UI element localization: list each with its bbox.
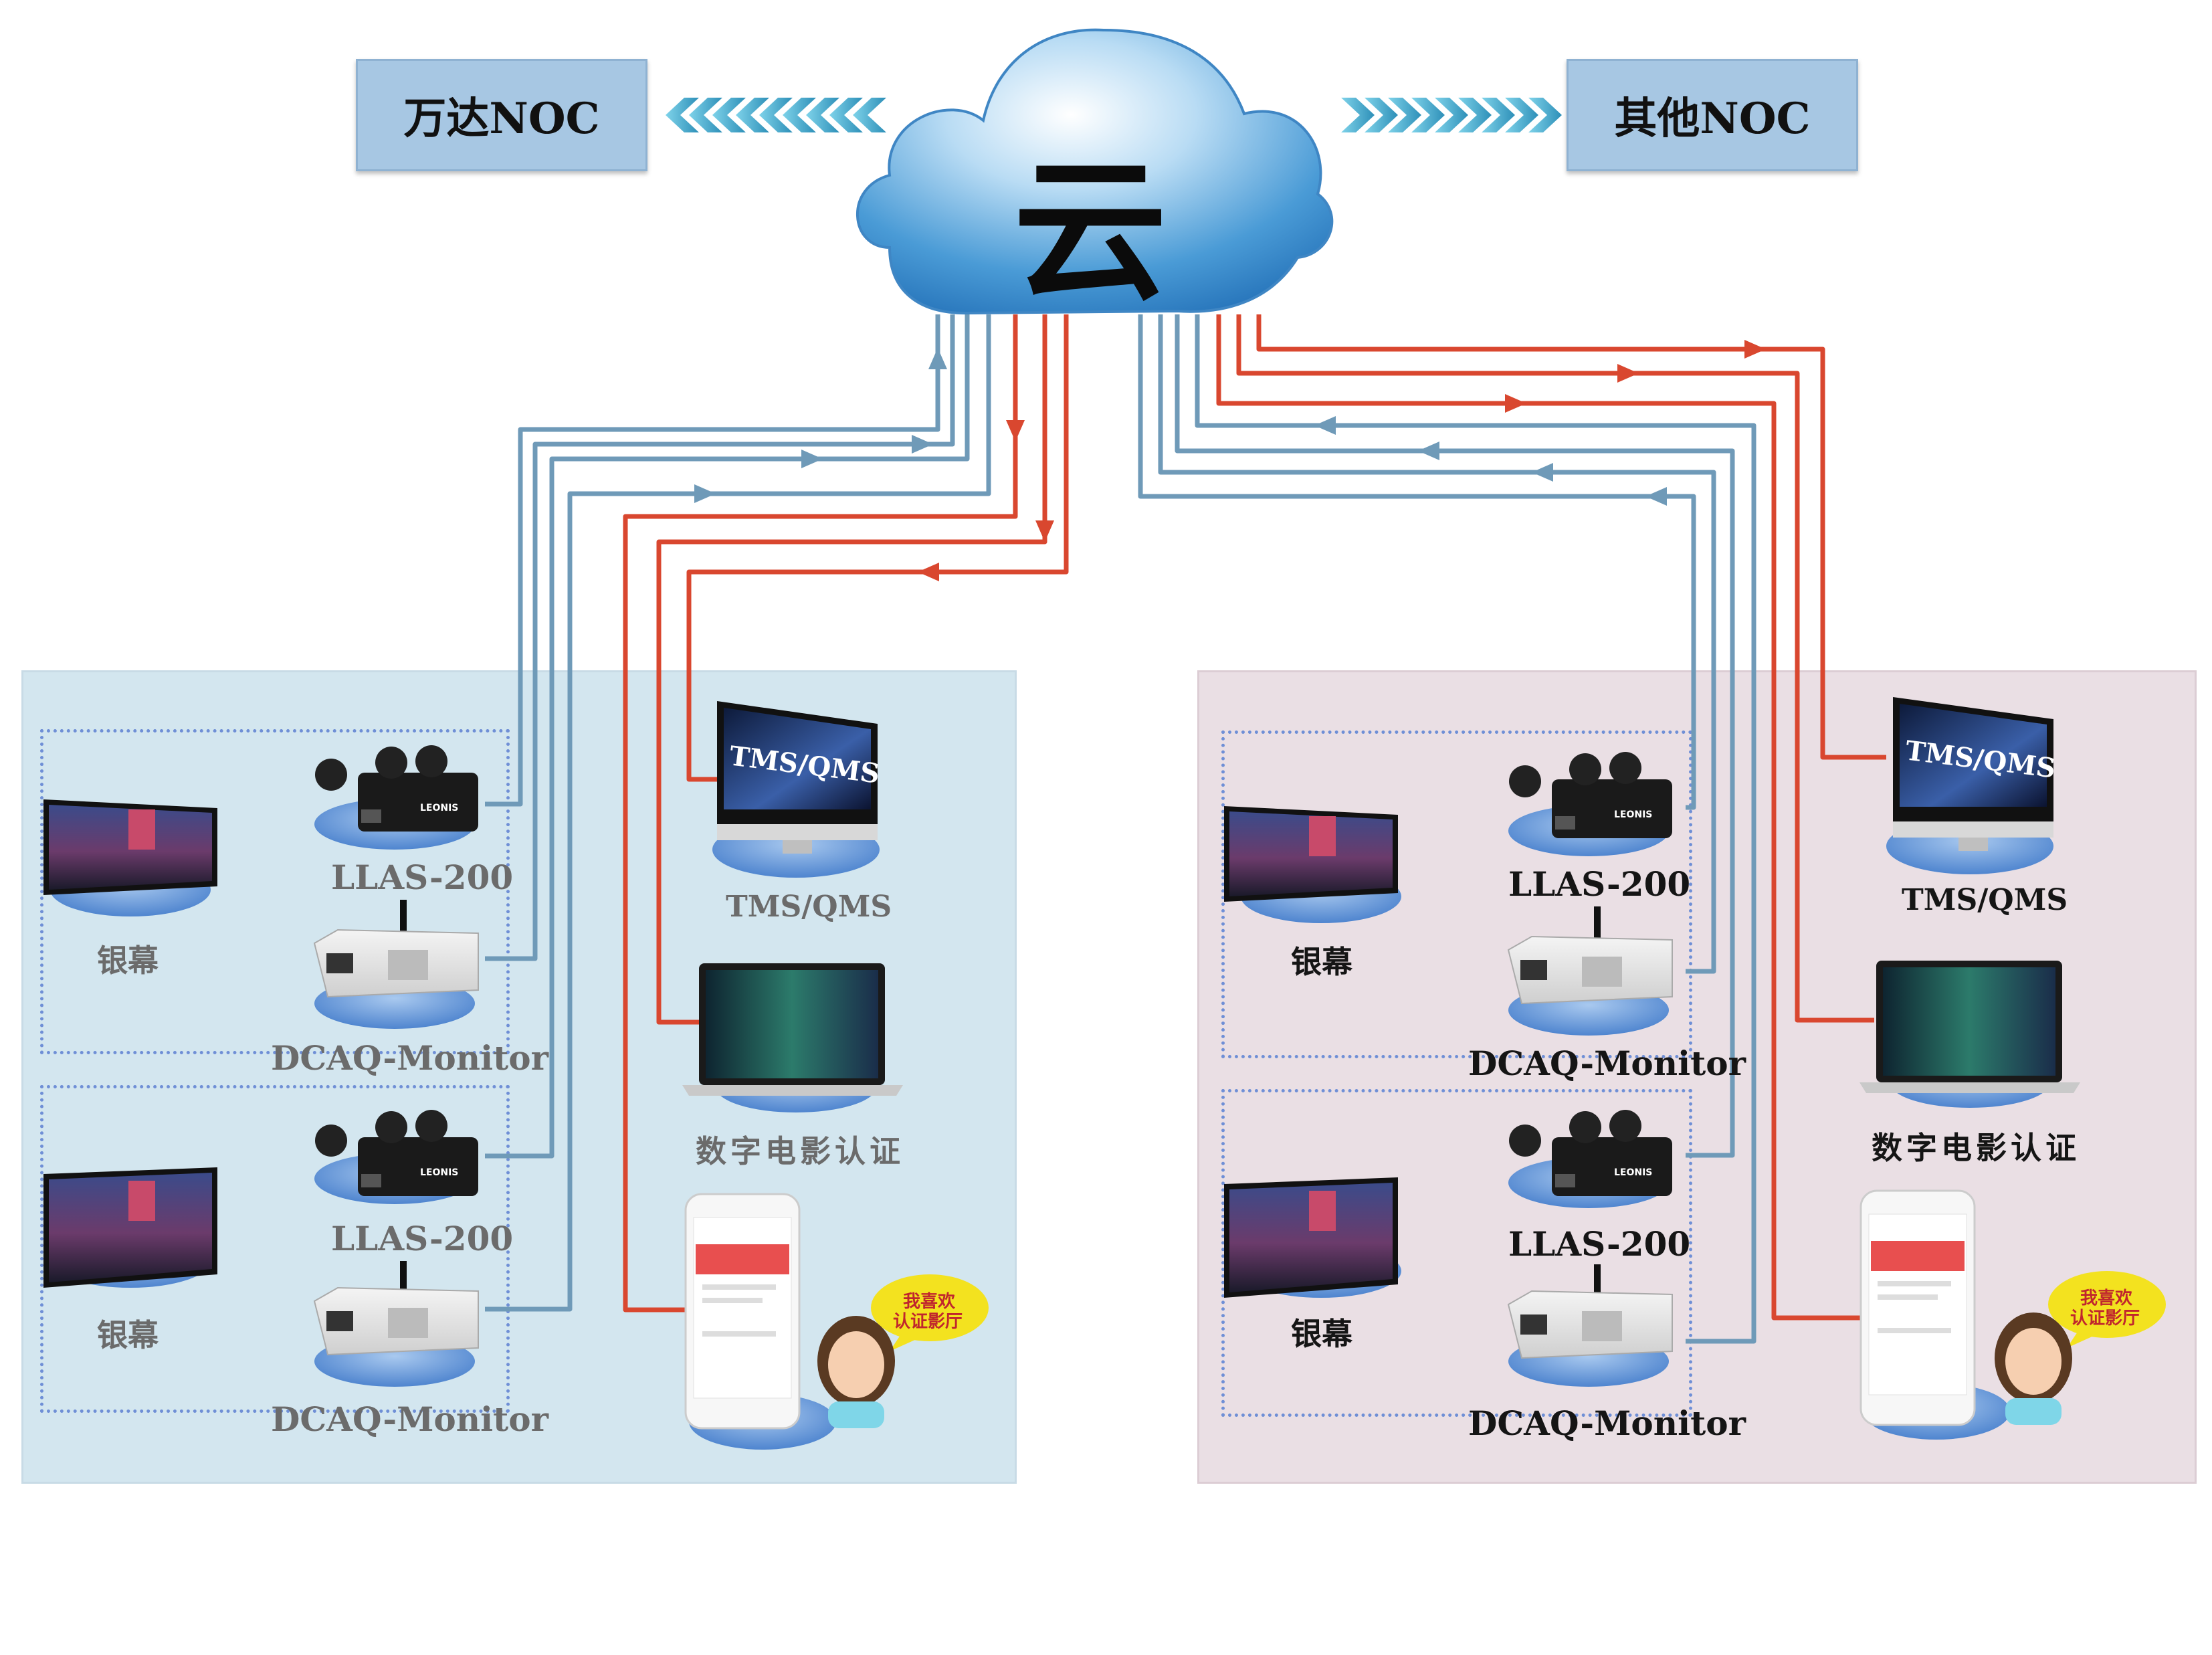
- left-connection-lines: [485, 314, 1069, 1312]
- svg-text:LEONIS: LEONIS: [420, 1167, 458, 1178]
- svg-text:LEONIS: LEONIS: [1614, 1167, 1652, 1178]
- cartoon-girl-icon: [1995, 1271, 2166, 1425]
- llas-label: LLAS-200: [1508, 864, 1691, 904]
- llas-device-icon: LEONIS: [1509, 752, 1672, 838]
- phone-icon: [1859, 1189, 1976, 1426]
- tms-label: TMS/QMS: [1902, 883, 2068, 917]
- dcaq-device-icon: [313, 900, 479, 998]
- noc-label-other: 其他NOC: [1614, 94, 1811, 144]
- chevron-left-icon: [666, 98, 886, 132]
- dcaq-device-icon: [313, 1261, 479, 1356]
- screen-label: 银幕: [97, 1317, 159, 1353]
- left-group-2: [40, 1085, 510, 1413]
- laptop-icon: [682, 963, 903, 1096]
- screen-icon: [43, 799, 217, 895]
- dcaq-label: DCAQ-Monitor: [1468, 1044, 1746, 1083]
- link-right-dcaq-1: [1158, 314, 1716, 974]
- bubble-text-line2: 认证影厅: [893, 1312, 963, 1332]
- dcaq-device-icon: [1507, 1264, 1673, 1359]
- dcaq-label: DCAQ-Monitor: [271, 1399, 548, 1439]
- right-group-2: [1221, 1089, 1692, 1417]
- screen-label: 银幕: [97, 943, 159, 979]
- link-left-dcaq-1: [485, 314, 955, 961]
- llas-device-icon: LEONIS: [315, 1110, 478, 1196]
- dcaq-device-icon: [1507, 906, 1673, 1005]
- laptop-label: 数字电影认证: [696, 1133, 904, 1169]
- link-left-llas-2: [485, 314, 970, 1159]
- left-arrowheads: [694, 348, 1054, 581]
- tms-label: TMS/QMS: [726, 890, 892, 924]
- bubble-text-line2: 认证影厅: [2070, 1308, 2140, 1329]
- link-right-tms: [1256, 314, 1886, 760]
- screen-label: 银幕: [1291, 1316, 1352, 1352]
- llas-label: LLAS-200: [331, 858, 514, 897]
- link-left-dcaq-2: [485, 314, 991, 1312]
- bubble-text-line1: 我喜欢: [903, 1292, 956, 1312]
- monitor-icon: [1893, 697, 2053, 851]
- phone-icon: [684, 1193, 801, 1430]
- link-left-llas-1: [485, 314, 940, 807]
- noc-box-wanda: 万达NOC: [356, 59, 647, 171]
- screen-icon: [1224, 1177, 1398, 1298]
- svg-text:LEONIS: LEONIS: [420, 803, 458, 813]
- right-arrowheads: [1314, 340, 1766, 506]
- screen-label: 银幕: [1291, 944, 1352, 980]
- cloud-label: 云: [1013, 141, 1167, 322]
- svg-text:LEONIS: LEONIS: [1614, 809, 1652, 820]
- bubble-text-line1: 我喜欢: [2080, 1288, 2133, 1308]
- llas-device-icon: LEONIS: [315, 745, 478, 832]
- link-right-laptop: [1236, 314, 1874, 1023]
- noc-label-wanda: 万达NOC: [403, 94, 600, 144]
- link-left-laptop: [656, 314, 1047, 1025]
- llas-label: LLAS-200: [331, 1219, 514, 1258]
- link-right-llas-2: [1175, 314, 1735, 1158]
- link-right-phone: [1216, 314, 1861, 1321]
- link-left-tms: [686, 314, 1069, 782]
- chevron-right-icon: [1341, 98, 1562, 132]
- dcaq-label: DCAQ-Monitor: [271, 1038, 548, 1078]
- link-left-phone: [623, 314, 1018, 1312]
- screen-icon: [43, 1167, 217, 1288]
- laptop-label: 数字电影认证: [1872, 1130, 2080, 1166]
- cloud-icon: [856, 28, 1334, 315]
- monitor-icon: [717, 701, 878, 854]
- left-group-1: [40, 729, 510, 1054]
- llas-device-icon: LEONIS: [1509, 1110, 1672, 1196]
- right-connection-lines: [1138, 314, 1886, 1344]
- cartoon-girl-icon: [817, 1274, 989, 1428]
- link-right-dcaq-2: [1195, 314, 1756, 1344]
- dcaq-label: DCAQ-Monitor: [1468, 1403, 1746, 1443]
- llas-label: LLAS-200: [1508, 1224, 1691, 1264]
- link-right-llas-1: [1138, 314, 1696, 810]
- laptop-icon: [1859, 961, 2080, 1093]
- right-group-1: [1221, 731, 1692, 1058]
- screen-icon: [1224, 806, 1398, 902]
- noc-box-other: 其他NOC: [1567, 59, 1858, 171]
